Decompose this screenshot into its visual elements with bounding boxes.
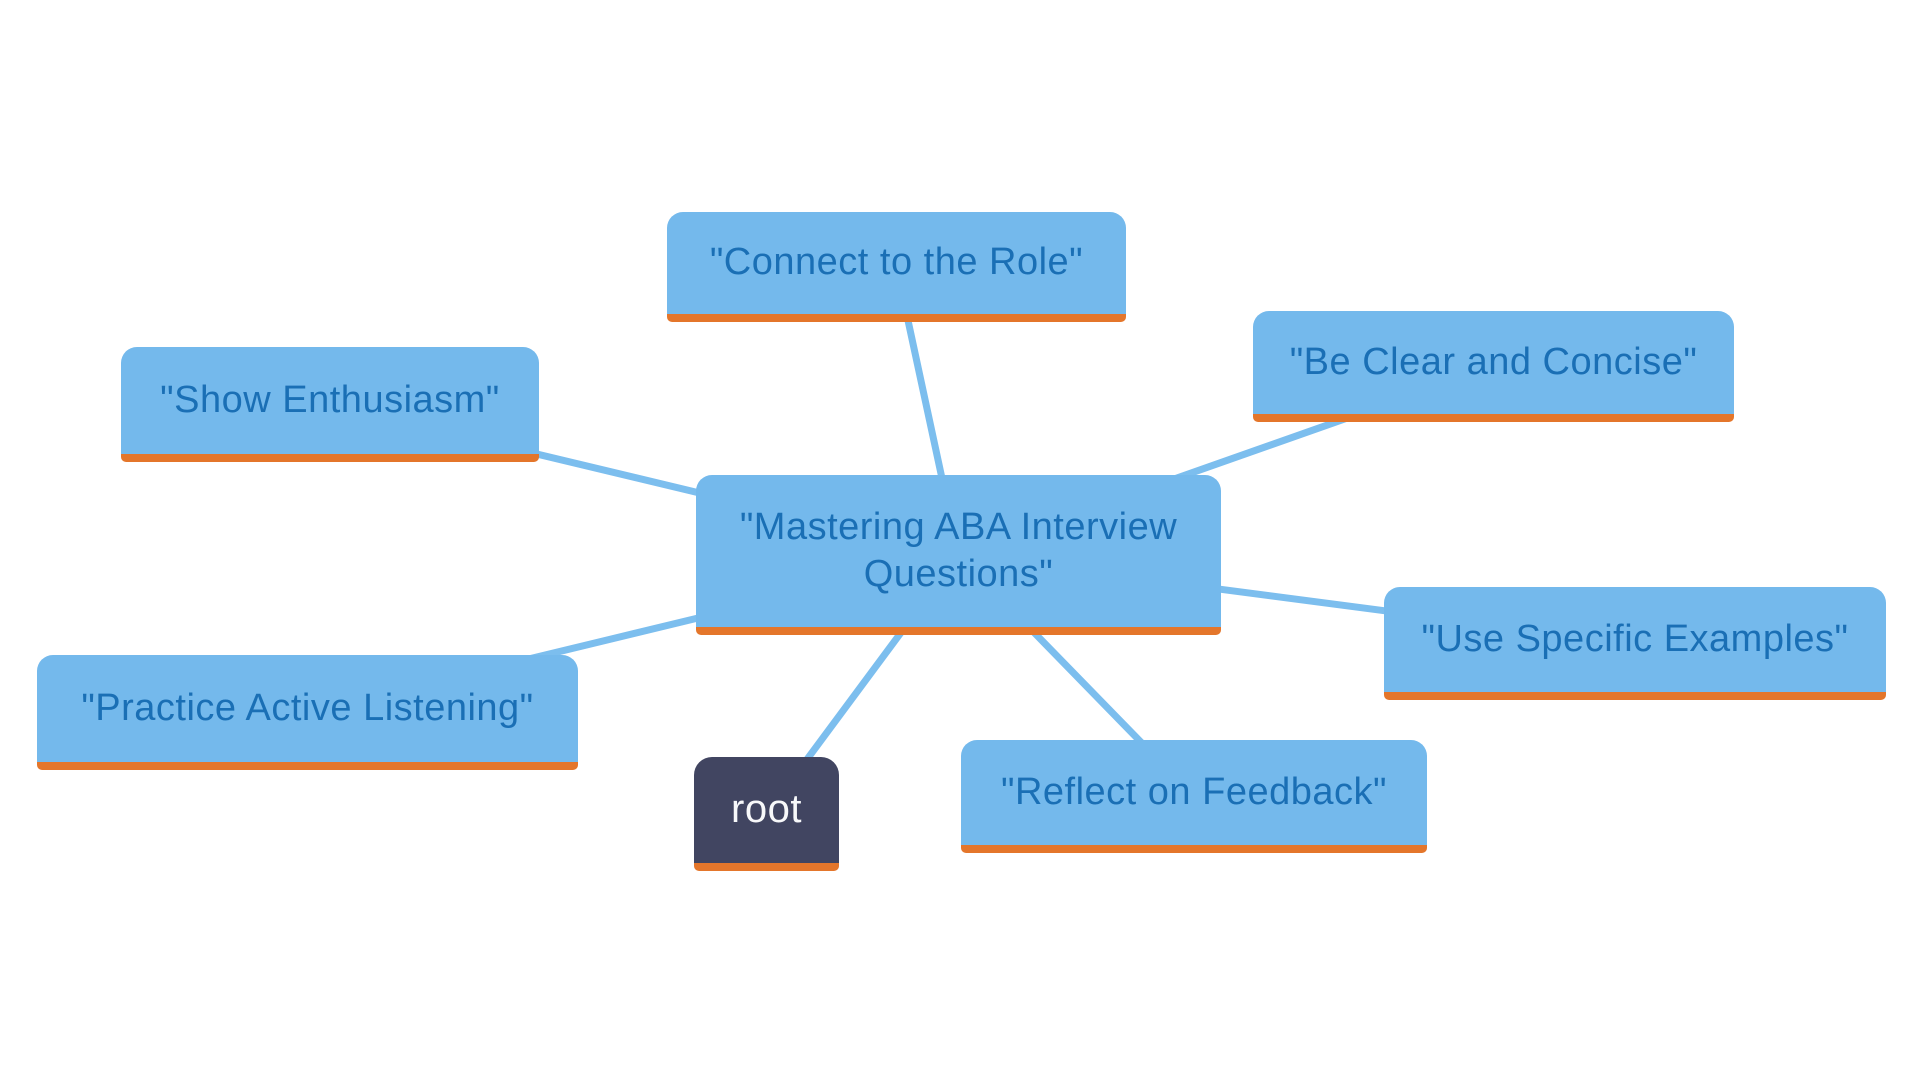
node-be-clear-and-concise[interactable]: "Be Clear and Concise"	[1253, 311, 1734, 422]
node-center[interactable]: "Mastering ABA Interview Questions"	[696, 475, 1221, 635]
node-use-specific-examples[interactable]: "Use Specific Examples"	[1384, 587, 1886, 700]
node-root[interactable]: root	[694, 757, 839, 871]
node-practice-active-listening[interactable]: "Practice Active Listening"	[37, 655, 578, 770]
node-show-enthusiasm[interactable]: "Show Enthusiasm"	[121, 347, 539, 462]
node-reflect-on-feedback[interactable]: "Reflect on Feedback"	[961, 740, 1427, 853]
node-connect-to-the-role[interactable]: "Connect to the Role"	[667, 212, 1126, 322]
